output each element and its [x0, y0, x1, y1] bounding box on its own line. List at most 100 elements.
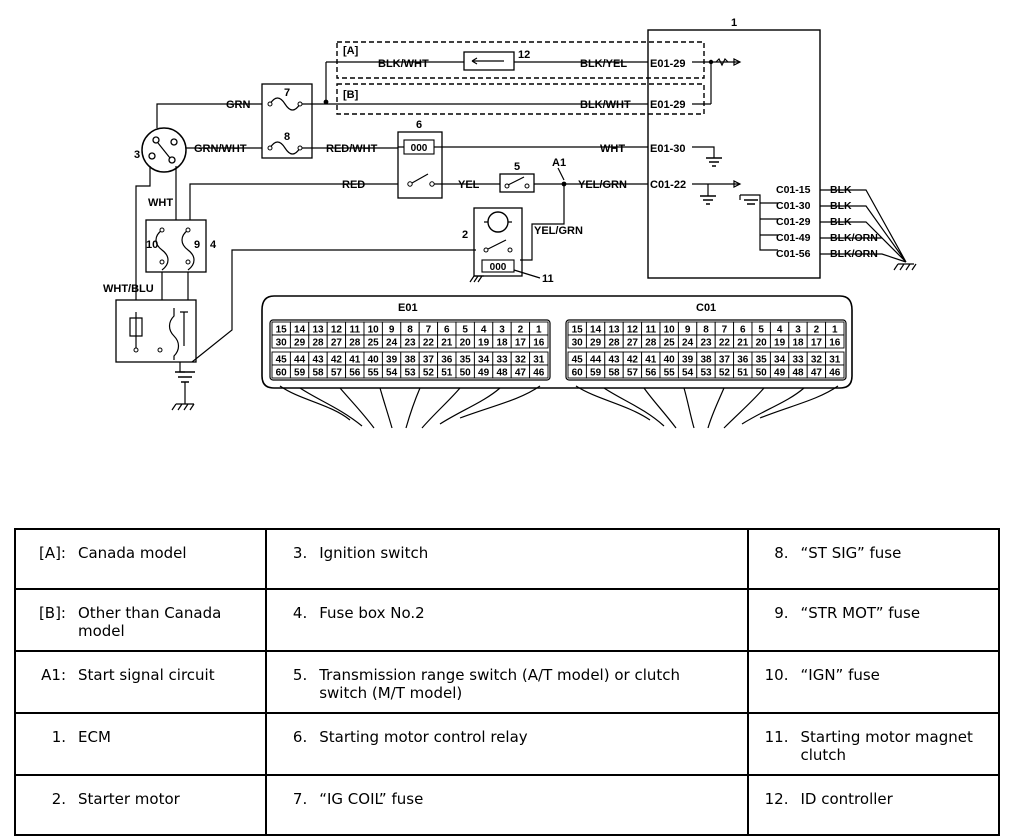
callout-2: 2	[462, 229, 468, 241]
connector-pin-number: 17	[811, 338, 823, 349]
legend-cell: [B]:Other than Canada model	[13, 588, 268, 652]
connector-pin-number: 27	[331, 338, 343, 349]
legend-item-number: [A]:	[38, 544, 66, 562]
legend-item-number: 8.	[774, 544, 789, 562]
connector-pin-number: 35	[460, 355, 472, 366]
region-a-box	[336, 41, 705, 79]
connector-pin-number: 40	[368, 355, 380, 366]
connector-pin-number: 48	[496, 368, 508, 379]
connector-pin-number: 38	[700, 355, 712, 366]
connector-pin-number: 53	[404, 368, 416, 379]
legend-cell: 5. Transmission range switch (A/T model) …	[265, 650, 749, 714]
wire-grn-wht: GRN/WHT	[194, 143, 247, 155]
connector-pin-number: 44	[590, 355, 602, 366]
connector-pin-number: 29	[294, 338, 306, 349]
legend-item-description: Fuse box No.2	[319, 604, 425, 622]
legend-item-description: Other than Canada model	[78, 604, 222, 640]
connector-pin-number: 15	[276, 325, 288, 336]
callout-10: 10	[146, 239, 158, 251]
connector-pin-number: 28	[349, 338, 361, 349]
legend-cell: 10. “IGN” fuse	[746, 650, 1000, 714]
connector-pin-number: 21	[737, 338, 749, 349]
callout-12: 12	[518, 49, 530, 61]
wire-grn: GRN	[226, 99, 251, 111]
connector-pin-number: 34	[774, 355, 786, 366]
connector-pin-number: 25	[664, 338, 676, 349]
wire-wht-ecm: WHT	[600, 143, 625, 155]
connector-pin-number: 39	[682, 355, 694, 366]
terminal-c01-22: C01-22	[650, 179, 686, 191]
connector-pin-number: 32	[515, 355, 527, 366]
connector-pin-number: 28	[608, 338, 620, 349]
connector-pin-number: 23	[700, 338, 712, 349]
terminal-c01-29: C01-29	[776, 216, 811, 228]
connector-pin-number: 37	[423, 355, 435, 366]
connector-pin-number: 2	[814, 325, 820, 336]
connector-pin-number: 48	[792, 368, 804, 379]
legend-cell: A1:Start signal circuit	[13, 650, 268, 714]
connector-pin-number: 49	[478, 368, 490, 379]
wire-blk-wht-a: BLK/WHT	[378, 58, 429, 70]
connector-pin-number: 3	[795, 325, 801, 336]
callout-4: 4	[210, 239, 217, 251]
wiring-diagram: 1 [A] [B] 12 BLK/WHT BLK/YEL E01-29 BLK/…	[103, 17, 917, 429]
connector-pin-number: 51	[441, 368, 453, 379]
connector-pin-number: 52	[719, 368, 731, 379]
region-b-box	[336, 83, 705, 115]
legend-item-number: 11.	[764, 728, 789, 746]
wire-red-wht: RED/WHT	[326, 143, 378, 155]
connector-pin-number: 31	[533, 355, 545, 366]
legend-item-description: ID controller	[800, 790, 893, 808]
legend-cell: 4.Fuse box No.2	[265, 588, 749, 652]
connector-pin-number: 32	[811, 355, 823, 366]
connector-pin-number: 10	[368, 325, 380, 336]
connector-pin-number: 20	[756, 338, 768, 349]
connector-pin-cell	[529, 364, 549, 379]
wire-blk-yel: BLK/YEL	[580, 58, 627, 70]
legend-item-number: 5.	[292, 666, 308, 684]
legend-item-number: 9.	[774, 604, 789, 622]
legend-item-number: 12.	[764, 790, 789, 808]
legend-item-number: A1:	[41, 666, 66, 684]
connector-pin-number: 1	[536, 325, 542, 336]
connector-pin-number: 36	[737, 355, 749, 366]
legend-item-description: “IGN” fuse	[800, 666, 880, 684]
connector-pin-number: 52	[423, 368, 435, 379]
battery-relay-box	[115, 299, 197, 363]
legend-item-description: Transmission range switch (A/T model) or…	[319, 666, 681, 702]
fuse-box-7-8	[261, 83, 313, 159]
connector-pin-number: 53	[700, 368, 712, 379]
legend-item-number: 10.	[764, 666, 789, 684]
connector-pin-number: 12	[627, 325, 639, 336]
connector-pin-number: 3	[499, 325, 505, 336]
connector-pin-number: 54	[682, 368, 694, 379]
legend-cell: 12. ID controller	[746, 774, 1000, 836]
callout-11: 11	[542, 273, 554, 285]
starter-motor	[473, 207, 523, 277]
legend-item-description: ECM	[78, 728, 111, 746]
connector-pin-number: 10	[664, 325, 676, 336]
region-a-label: [A]	[343, 45, 359, 57]
connector-pin-number: 41	[645, 355, 657, 366]
connector-pin-number: 46	[533, 368, 545, 379]
magnet-clutch-code: 000	[490, 262, 507, 273]
legend-item-number: 6.	[292, 728, 308, 746]
connector-pin-number: 17	[515, 338, 527, 349]
connector-pin-number: 36	[441, 355, 453, 366]
connector-pin-number: 13	[608, 325, 620, 336]
ecm-connector-outline	[261, 295, 853, 389]
wire-wht-blu: WHT/BLU	[103, 283, 154, 295]
legend-cell: 9.“STR MOT” fuse	[746, 588, 1000, 652]
connector-pin-cell	[825, 364, 845, 379]
legend-item-description: Ignition switch	[319, 544, 429, 562]
connector-pin-number: 60	[276, 368, 288, 379]
connector-pin-number: 5	[758, 325, 764, 336]
connector-pin-number: 25	[368, 338, 380, 349]
wire-blk-wht-b: BLK/WHT	[580, 99, 631, 111]
terminal-e01-29b: E01-29	[650, 99, 685, 111]
connector-pin-number: 9	[685, 325, 691, 336]
connector-c01-label: C01	[696, 302, 716, 314]
